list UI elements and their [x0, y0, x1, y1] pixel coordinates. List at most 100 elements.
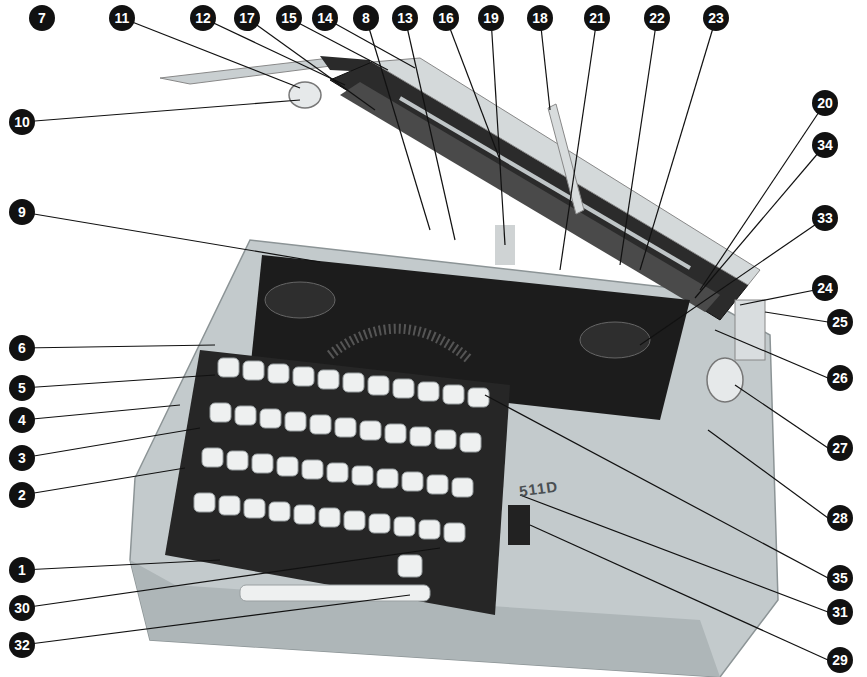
leader-line	[247, 18, 375, 110]
key-cap	[210, 403, 231, 422]
key-cap	[368, 376, 389, 395]
leader-line	[485, 395, 828, 578]
key-cap	[402, 472, 423, 491]
callout-number: 14	[312, 5, 338, 31]
callout-number: 27	[827, 435, 853, 461]
key-cap	[410, 427, 431, 446]
callout-number: 19	[478, 5, 504, 31]
leader-line	[22, 428, 200, 458]
leader-line	[122, 18, 300, 88]
margin-release	[508, 505, 530, 545]
leader-line	[22, 595, 410, 645]
callout-number: 4	[9, 407, 35, 433]
leader-line	[22, 345, 215, 348]
key-cap	[418, 382, 439, 401]
key-cap	[360, 421, 381, 440]
key-cap	[218, 358, 239, 377]
callout-number: 28	[827, 505, 853, 531]
key-cap	[393, 379, 414, 398]
bail-lever	[548, 104, 584, 214]
leader-line	[22, 212, 320, 262]
leader-line	[620, 18, 657, 265]
leader-line	[366, 18, 430, 230]
leader-line	[22, 468, 185, 495]
callout-number: 29	[827, 647, 853, 673]
callout-number: 7	[29, 5, 55, 31]
key-cap	[318, 370, 339, 389]
callout-number: 33	[812, 205, 838, 231]
callout-number: 11	[109, 5, 135, 31]
key-cap	[268, 364, 289, 383]
callout-number: 2	[9, 482, 35, 508]
leader-lines	[22, 18, 828, 660]
callout-number: 30	[9, 595, 35, 621]
callout-number: 20	[812, 90, 838, 116]
key-cap	[377, 469, 398, 488]
leader-line	[715, 330, 828, 378]
key-cap	[335, 418, 356, 437]
callout-number: 16	[433, 5, 459, 31]
callout-number: 34	[812, 132, 838, 158]
keyboard-recess	[165, 350, 510, 615]
key-cap	[444, 523, 465, 542]
callout-number: 21	[584, 5, 610, 31]
leader-line	[700, 103, 825, 290]
leader-line	[405, 18, 455, 240]
leader-line	[640, 218, 825, 345]
leader-line	[22, 405, 180, 420]
key-cap	[310, 415, 331, 434]
key-cap	[277, 457, 298, 476]
leader-line	[765, 312, 828, 322]
key-cap	[344, 511, 365, 530]
callout-number: 3	[9, 445, 35, 471]
key-cap	[435, 430, 456, 449]
callout-number: 10	[9, 109, 35, 135]
callout-number: 9	[9, 199, 35, 225]
callout-number: 17	[234, 5, 260, 31]
key-cap	[419, 520, 440, 539]
callout-number: 32	[9, 632, 35, 658]
leader-line	[540, 18, 550, 110]
leader-line	[640, 18, 716, 270]
callout-number: 6	[9, 335, 35, 361]
callout-number: 12	[190, 5, 216, 31]
callout-number: 1	[9, 557, 35, 583]
key-cap	[194, 493, 215, 512]
key-cap	[319, 508, 340, 527]
key-cap	[369, 514, 390, 533]
leader-line	[708, 430, 828, 518]
key-cap	[293, 367, 314, 386]
key-cap	[202, 448, 223, 467]
leader-line	[22, 100, 300, 122]
key-cap	[227, 451, 248, 470]
key-cap	[427, 475, 448, 494]
callout-number: 15	[276, 5, 302, 31]
callout-number: 23	[703, 5, 729, 31]
paper-bail	[400, 98, 690, 268]
leader-line	[491, 18, 505, 245]
key-cap	[252, 454, 273, 473]
space-bar	[240, 585, 430, 601]
callout-number: 31	[827, 599, 853, 625]
leader-line	[560, 18, 597, 270]
key-cap	[269, 502, 290, 521]
key-cap	[460, 433, 481, 452]
callout-number: 8	[353, 5, 379, 31]
key-cap	[302, 460, 323, 479]
typebar-basket	[330, 329, 470, 360]
callout-number: 13	[392, 5, 418, 31]
key-cap	[285, 412, 306, 431]
callout-number: 5	[9, 375, 35, 401]
key-cap	[385, 424, 406, 443]
leader-line	[695, 145, 825, 298]
callout-number: 24	[812, 275, 838, 301]
key-cap	[294, 505, 315, 524]
key-cap	[219, 496, 240, 515]
key-cap	[452, 478, 473, 497]
typewriter-body	[130, 240, 778, 677]
leader-line	[520, 495, 828, 612]
carriage-cover	[372, 58, 760, 285]
callout-number: 26	[827, 365, 853, 391]
